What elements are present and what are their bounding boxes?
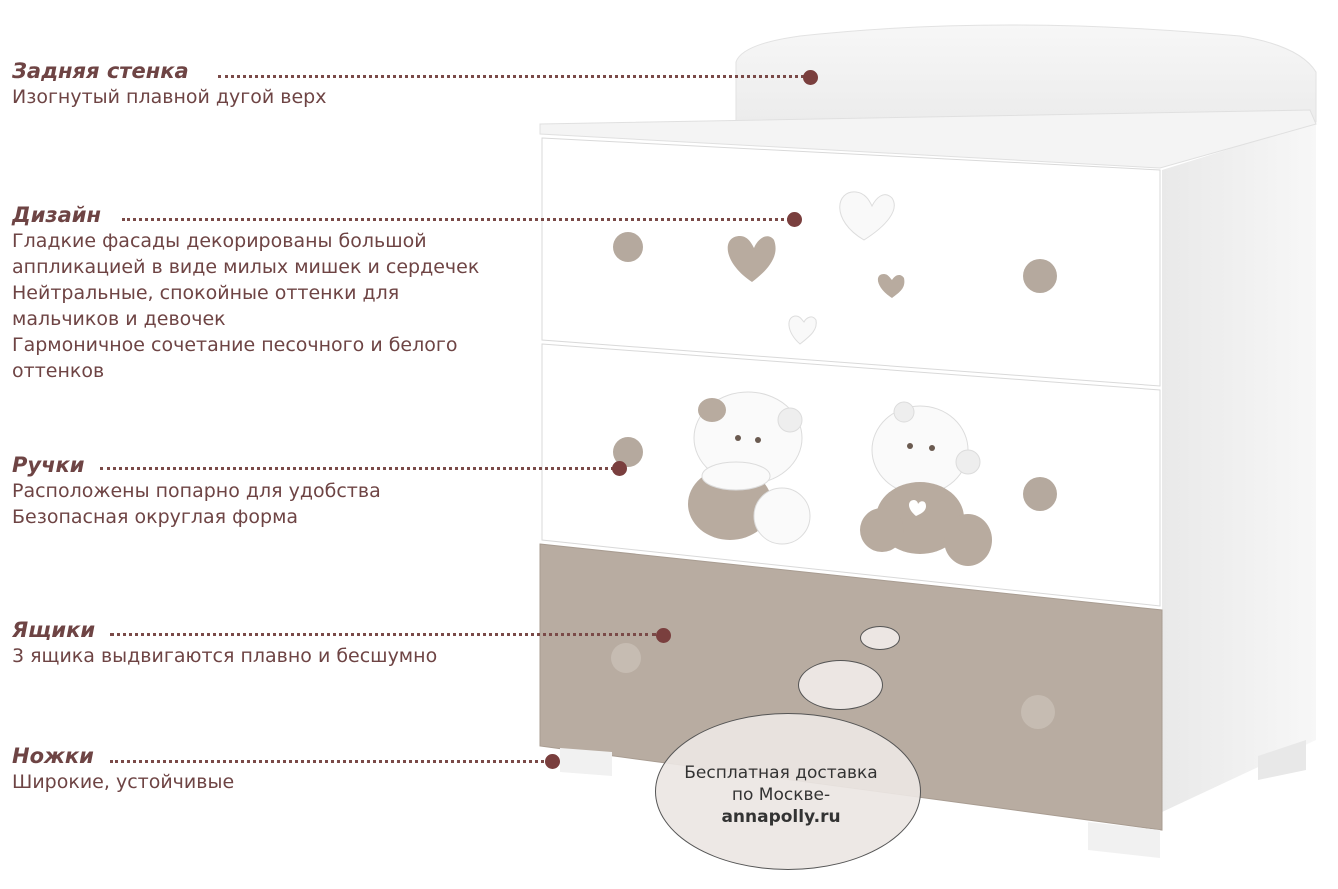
feature-line: Нейтральные, спокойные оттенки для <box>12 282 400 304</box>
feature-line: 3 ящика выдвигаются плавно и бесшумно <box>12 645 438 667</box>
back-panel <box>735 24 1317 123</box>
marker-dot-back-panel <box>803 70 818 85</box>
drawer-middle <box>541 343 1161 607</box>
delivery-line-1: Бесплатная доставка <box>684 762 878 783</box>
feature-back-panel: Задняя стенка Изогнутый плавной дугой ве… <box>12 58 326 110</box>
feature-feet: Ножки Широкие, устойчивые <box>12 743 234 795</box>
bear-left-decor <box>688 391 811 545</box>
delivery-site-link[interactable]: annapolly.ru <box>721 806 841 827</box>
delivery-line-2: по Москве- <box>731 784 831 805</box>
feature-title: Ручки <box>12 453 85 477</box>
foot-right <box>1088 822 1160 858</box>
feature-line: Широкие, устойчивые <box>12 771 235 793</box>
feature-line: Гладкие фасады декорированы большой <box>12 230 427 252</box>
leader-line-design <box>122 218 790 221</box>
marker-dot-feet <box>545 754 560 769</box>
feature-line: мальчиков и девочек <box>12 308 226 330</box>
feature-line: оттенков <box>12 360 105 382</box>
leader-line-handles <box>100 467 614 470</box>
heart-decor <box>727 191 905 345</box>
feature-title: Задняя стенка <box>12 59 189 83</box>
feature-line: аппликацией в виде милых мишек и сердече… <box>12 256 480 278</box>
marker-dot-design <box>787 212 802 227</box>
knobs <box>611 232 1057 729</box>
feature-design: Дизайн Гладкие фасады декорированы больш… <box>12 202 479 384</box>
marker-dot-handles <box>612 461 627 476</box>
drawer-top <box>541 137 1161 387</box>
leader-line-feet <box>110 760 544 763</box>
feature-title: Ножки <box>12 744 94 768</box>
top-panel <box>539 109 1317 169</box>
feature-line: Безопасная округлая форма <box>12 506 299 528</box>
bubble-tail-small <box>860 626 900 650</box>
foot-left <box>560 748 612 776</box>
leader-line-drawers <box>110 633 656 636</box>
feature-title: Дизайн <box>12 203 102 227</box>
foot-back <box>1258 740 1306 780</box>
bear-right-decor <box>860 401 992 566</box>
delivery-bubble[interactable]: Бесплатная доставка по Москве- annapolly… <box>655 713 921 870</box>
feature-drawers: Ящики 3 ящика выдвигаются плавно и бесшу… <box>12 617 437 669</box>
feature-handles: Ручки Расположены попарно для удобства Б… <box>12 452 381 530</box>
feature-line: Расположены попарно для удобства <box>12 480 381 502</box>
feature-line: Гармоничное сочетание песочного и белого <box>12 334 458 356</box>
marker-dot-drawers <box>656 628 671 643</box>
bubble-tail-medium <box>798 660 883 710</box>
side-panel <box>1162 122 1316 812</box>
leader-line-back-panel <box>218 75 804 78</box>
feature-title: Ящики <box>12 618 96 642</box>
feature-line: Изогнутый плавной дугой верх <box>12 86 327 108</box>
